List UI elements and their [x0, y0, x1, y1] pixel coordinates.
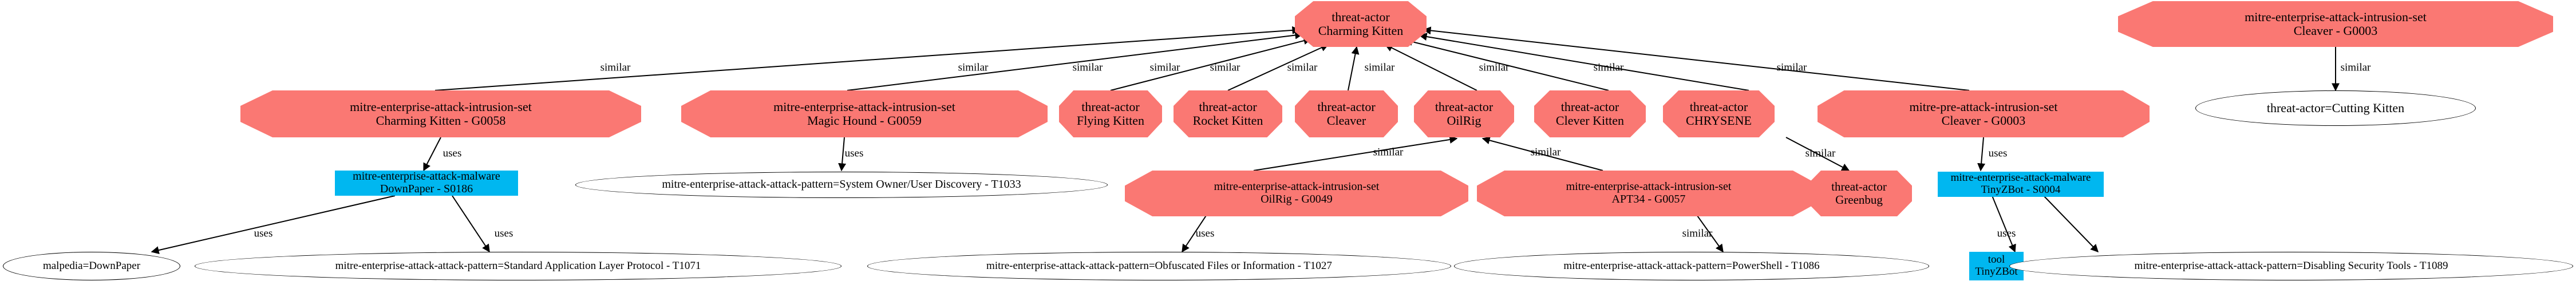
edge-label-similar-4: similar — [1149, 61, 1180, 74]
node-label: mitre-enterprise-attack-attack-pattern=O… — [986, 259, 1332, 272]
edge-label-uses-14: uses — [442, 147, 462, 160]
edge-label-similar-22: uses — [1997, 227, 2016, 240]
node-malpedia-downpaper[interactable]: malpedia=DownPaper — [3, 252, 180, 280]
edge-oilrig-actor-to-charming-kitten — [1384, 44, 1477, 91]
node-label: threat-actor Greenbug — [1831, 180, 1887, 207]
edge-label-similar-3: similar — [1072, 61, 1103, 74]
edge-label-uses-21: similar — [1682, 227, 1713, 240]
edge-label-similar-2: similar — [958, 61, 989, 74]
node-label: threat-actor Cleaver — [1317, 100, 1376, 128]
edge-label-similar-12: similar — [1373, 146, 1404, 159]
edge-label-uses-19: uses — [494, 227, 513, 240]
edge-oilrig-g0049-to-oilrig-actor — [1253, 136, 1458, 171]
edge-downpaper-to-t1071 — [452, 195, 490, 253]
node-label: mitre-enterprise-attack-attack-pattern=S… — [335, 259, 701, 272]
edge-label-similar-10: similar — [1776, 61, 1807, 74]
node-label: threat-actor Clever Kitten — [1555, 100, 1625, 128]
edge-tinyzbot-to-tool-tinyzbot — [1992, 195, 2016, 253]
node-threat-actor-cutting-kitten[interactable]: threat-actor=Cutting Kitten — [2195, 90, 2476, 126]
node-label: threat-actor Charming Kitten — [1318, 10, 1404, 38]
node-attack-pattern-powershell-t1086[interactable]: mitre-enterprise-attack-attack-pattern=P… — [1454, 252, 1929, 280]
edge-label-similar-11: similar — [2340, 61, 2371, 74]
node-mitre-enterprise-attack-intrusion-set-magic-hound-g0059[interactable]: mitre-enterprise-attack-intrusion-set Ma… — [681, 90, 1048, 137]
node-mitre-enterprise-attack-malware-downpaper-s0186[interactable]: mitre-enterprise-attack-malware DownPape… — [335, 171, 518, 196]
edge-cleaver-actor-to-charming-kitten — [1348, 46, 1360, 91]
node-mitre-enterprise-attack-intrusion-set-cleaver-g0003[interactable]: mitre-enterprise-attack-intrusion-set Cl… — [2118, 1, 2553, 47]
node-threat-actor-clever-kitten[interactable]: threat-actor Clever Kitten — [1534, 90, 1646, 137]
node-label: mitre-enterprise-attack-intrusion-set Oi… — [1214, 180, 1380, 205]
edge-label-uses-15: uses — [844, 147, 864, 160]
node-label: mitre-enterprise-attack-intrusion-set Ma… — [773, 100, 955, 128]
node-threat-actor-greenbug[interactable]: threat-actor Greenbug — [1806, 171, 1912, 216]
edge-tinyzbot-to-t1089 — [2043, 195, 2099, 253]
node-label: mitre-pre-attack-intrusion-set Cleaver -… — [1909, 100, 2058, 128]
edge-label-similar-7: similar — [1364, 61, 1395, 74]
node-mitre-enterprise-attack-intrusion-set-charming-kitten-g0058[interactable]: mitre-enterprise-attack-intrusion-set Ch… — [240, 90, 641, 137]
node-label: mitre-enterprise-attack-malware TinyZBot… — [1950, 172, 2091, 196]
node-label: threat-actor Flying Kitten — [1077, 100, 1144, 128]
node-mitre-enterprise-attack-intrusion-set-apt34-g0057[interactable]: mitre-enterprise-attack-intrusion-set AP… — [1477, 171, 1820, 216]
edge-label-similar-1: similar — [600, 61, 631, 74]
node-attack-pattern-system-owner-user-discovery-t1033[interactable]: mitre-enterprise-attack-attack-pattern=S… — [575, 172, 1108, 198]
edge-label-similar-6: similar — [1287, 61, 1318, 74]
node-label: mitre-enterprise-attack-attack-pattern=P… — [1563, 259, 1820, 272]
node-label: mitre-enterprise-attack-intrusion-set AP… — [1566, 180, 1732, 205]
edge-chrysene-to-charming-kitten — [1419, 33, 1749, 91]
node-threat-actor-chrysene[interactable]: threat-actor CHRYSENE — [1663, 90, 1775, 137]
node-threat-actor-rocket-kitten[interactable]: threat-actor Rocket Kitten — [1174, 90, 1282, 137]
node-mitre-pre-attack-intrusion-set-cleaver-g0003[interactable]: mitre-pre-attack-intrusion-set Cleaver -… — [1818, 90, 2150, 137]
edge-label-similar-9: similar — [1593, 61, 1624, 74]
edge-pre-cleaver-to-charming-kitten — [1423, 26, 1970, 91]
node-label: mitre-enterprise-attack-attack-pattern=S… — [662, 178, 1021, 191]
node-label: threat-actor CHRYSENE — [1686, 100, 1752, 128]
node-label: malpedia=DownPaper — [42, 259, 141, 272]
node-label: threat-actor Rocket Kitten — [1192, 100, 1263, 128]
edge-pre-cleaver-to-tinyzbot — [1977, 137, 1986, 172]
node-threat-actor-cleaver[interactable]: threat-actor Cleaver — [1295, 90, 1398, 137]
edge-g0058-to-charming-kitten — [434, 26, 1301, 91]
node-attack-pattern-disabling-security-tools-t1089[interactable]: mitre-enterprise-attack-attack-pattern=D… — [2009, 252, 2573, 280]
node-attack-pattern-obfuscated-files-or-information-t1027[interactable]: mitre-enterprise-attack-attack-pattern=O… — [867, 252, 1451, 280]
edge-g0058-to-downpaper — [423, 137, 441, 172]
node-label: threat-actor OilRig — [1435, 100, 1494, 128]
edge-label-similar-18: uses — [254, 227, 273, 240]
edge-label-uses-20: uses — [1195, 227, 1215, 240]
edge-downpaper-to-malpedia — [151, 195, 396, 254]
node-label: mitre-enterprise-attack-attack-pattern=D… — [2134, 259, 2448, 272]
node-mitre-enterprise-attack-malware-tinyzbot-s0004[interactable]: mitre-enterprise-attack-malware TinyZBot… — [1938, 172, 2104, 197]
edge-label-similar-5: similar — [1210, 61, 1240, 74]
node-label: mitre-enterprise-attack-intrusion-set Cl… — [2245, 10, 2427, 38]
node-label: mitre-enterprise-attack-intrusion-set Ch… — [350, 100, 532, 128]
node-label: threat-actor=Cutting Kitten — [2266, 101, 2405, 116]
node-threat-actor-oilrig[interactable]: threat-actor OilRig — [1414, 90, 1514, 137]
edge-magic-hound-to-t1033 — [838, 137, 847, 172]
node-mitre-enterprise-attack-intrusion-set-oilrig-g0049[interactable]: mitre-enterprise-attack-intrusion-set Oi… — [1125, 171, 1468, 216]
node-attack-pattern-standard-application-layer-protocol-t1071[interactable]: mitre-enterprise-attack-attack-pattern=S… — [195, 252, 841, 280]
edge-label-similar-17: similar — [1805, 147, 1836, 160]
edge-label-uses-16: uses — [1988, 147, 2008, 160]
node-threat-actor-charming-kitten[interactable]: threat-actor Charming Kitten — [1295, 1, 1427, 47]
node-label: mitre-enterprise-attack-malware DownPape… — [353, 170, 500, 195]
edge-label-similar-8: similar — [1479, 61, 1510, 74]
edge-label-similar-13: similar — [1530, 146, 1561, 159]
node-threat-actor-flying-kitten[interactable]: threat-actor Flying Kitten — [1059, 90, 1162, 137]
node-label: tool TinyZBot — [1975, 254, 2018, 278]
